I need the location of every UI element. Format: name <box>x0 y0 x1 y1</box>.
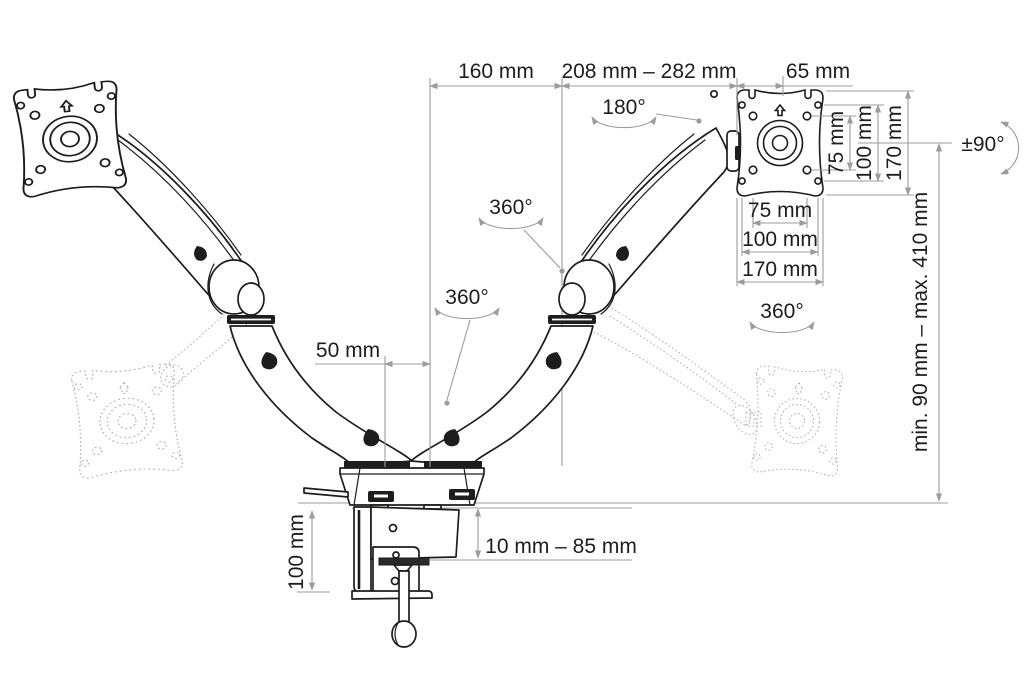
dim-label-65mm: 65 mm <box>786 60 850 83</box>
ghost-right-arm <box>585 299 762 436</box>
dim-label-vesa-75-h: 75 mm <box>748 199 812 222</box>
clamp-knob <box>391 620 417 648</box>
left-arm <box>93 127 413 467</box>
rotation-pm90: ±90° <box>961 121 1020 175</box>
ghost-vesa-plate-right <box>750 365 844 477</box>
right-arm <box>410 127 730 467</box>
clamp-foot <box>351 590 433 600</box>
rotation-label-360-head: 360° <box>760 300 803 323</box>
dim-label-vesa-75-v: 75 mm <box>825 111 848 175</box>
dimension-height-range: min. 90 mm – max. 410 mm <box>858 142 952 502</box>
dimension-65: 65 mm <box>736 60 853 96</box>
rotation-360-lower: 360° <box>434 286 500 406</box>
rotation-label-360-lower: 360° <box>445 286 488 309</box>
dimension-clamp-range: 10 mm – 85 mm <box>430 508 637 561</box>
desk-clamp <box>351 506 460 648</box>
dimension-vesa-horizontal: 75 mm 100 mm 170 mm <box>736 198 824 286</box>
dim-label-208-282mm: 208 mm – 282 mm <box>561 60 736 83</box>
dimension-160: 160 mm <box>429 60 563 467</box>
dimension-208-282: 208 mm – 282 mm <box>561 60 738 135</box>
dim-label-160mm: 160 mm <box>458 60 534 83</box>
ghost-vesa-plate-left <box>70 362 184 480</box>
dimension-clamp-height: 100 mm <box>285 510 330 593</box>
allen-key <box>303 487 349 498</box>
rotation-180: 180° <box>591 96 702 129</box>
rotation-label-180: 180° <box>602 96 645 119</box>
dimension-50: 50 mm <box>315 339 431 467</box>
clamp-screw <box>398 570 410 623</box>
rotation-360-upper: 360° <box>478 196 565 274</box>
dim-label-vesa-100-h: 100 mm <box>742 228 818 251</box>
rotation-label-pm90: ±90° <box>961 133 1004 156</box>
desk-base <box>303 461 485 510</box>
clamp-pad <box>378 557 430 566</box>
vesa-plate-right <box>736 89 824 197</box>
dim-label-height-range: min. 90 mm – max. 410 mm <box>909 192 932 452</box>
rotation-360-head: 360° <box>749 300 815 334</box>
dim-label-50mm: 50 mm <box>316 339 380 362</box>
dim-label-10-85mm: 10 mm – 85 mm <box>485 535 637 558</box>
dim-label-vesa-170-h: 170 mm <box>742 258 818 281</box>
dim-label-clamp-100mm: 100 mm <box>285 514 308 590</box>
rotation-label-360-upper: 360° <box>489 196 532 219</box>
vesa-plate-left <box>12 79 128 199</box>
